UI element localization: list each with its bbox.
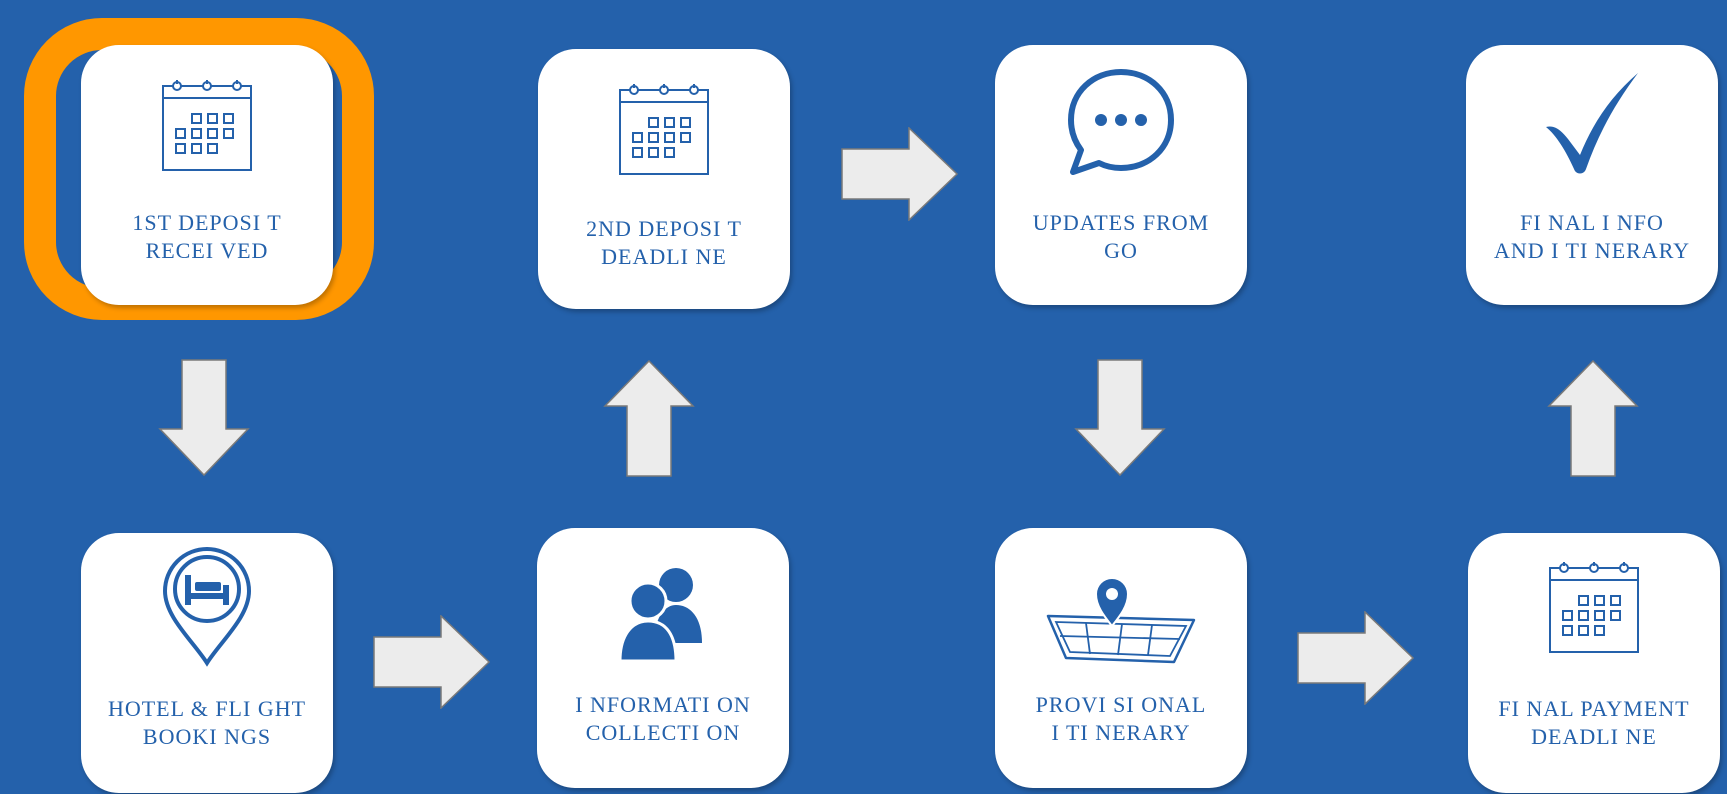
step-label-line1: PROVI SI ONAL [1035, 692, 1207, 717]
speech-bubble-icon [995, 67, 1247, 177]
step-card-final-info-itinerary[interactable]: FI NAL I NFO AND I TI NERARY [1466, 45, 1718, 305]
map-pin-icon [995, 566, 1247, 676]
step-label: PROVI SI ONAL I TI NERARY [999, 691, 1243, 747]
step-card-provisional-itinerary[interactable]: PROVI SI ONAL I TI NERARY [995, 528, 1247, 788]
step-label: 1ST DEPOSI T RECEI VED [85, 209, 329, 265]
step-card-information-collection[interactable]: I NFORMATI ON COLLECTI ON [537, 528, 789, 788]
step-label-line1: FI NAL PAYMENT [1498, 696, 1690, 721]
step-label-line2: COLLECTI ON [585, 720, 741, 745]
step-label-line1: 2ND DEPOSI T [586, 216, 742, 241]
arrow-up [603, 360, 695, 477]
arrow-down [1074, 359, 1166, 477]
arrow-right [373, 615, 491, 709]
people-icon [537, 558, 789, 668]
arrow-down [158, 359, 250, 477]
step-card-final-payment-deadline[interactable]: FI NAL PAYMENT DEADLI NE [1468, 533, 1720, 793]
highlight-ring [24, 18, 374, 320]
calendar-icon [81, 71, 333, 181]
hotel-pin-icon [81, 547, 333, 667]
step-label-line2: GO [1104, 238, 1138, 263]
step-card-2nd-deposit-deadline[interactable]: 2ND DEPOSI T DEADLI NE [538, 49, 790, 309]
step-label: FI NAL I NFO AND I TI NERARY [1470, 209, 1714, 265]
step-label-line2: BOOKI NGS [142, 724, 272, 749]
step-label-line2: RECEI VED [145, 238, 269, 263]
step-label-line1: I NFORMATI ON [575, 692, 751, 717]
calendar-icon [538, 75, 790, 185]
step-label: 2ND DEPOSI T DEADLI NE [542, 215, 786, 271]
step-card-hotel-flight-bookings[interactable]: HOTEL & FLI GHT BOOKI NGS [81, 533, 333, 793]
step-label-line2: DEADLI NE [1531, 724, 1657, 749]
step-label-line1: 1ST DEPOSI T [132, 210, 282, 235]
arrow-right [1297, 611, 1415, 705]
step-label-line2: DEADLI NE [601, 244, 727, 269]
step-label-line2: I TI NERARY [1051, 720, 1191, 745]
step-card-1st-deposit-received[interactable]: 1ST DEPOSI T RECEI VED [81, 45, 333, 305]
step-label: HOTEL & FLI GHT BOOKI NGS [85, 695, 329, 751]
step-label-line1: HOTEL & FLI GHT [107, 696, 307, 721]
step-label: UPDATES FROM GO [999, 209, 1243, 265]
calendar-icon [1468, 553, 1720, 663]
step-label-line2: AND I TI NERARY [1493, 238, 1691, 263]
step-label-line1: UPDATES FROM [1032, 210, 1210, 235]
step-label: I NFORMATI ON COLLECTI ON [541, 691, 785, 747]
step-label: FI NAL PAYMENT DEADLI NE [1472, 695, 1716, 751]
arrow-up [1547, 360, 1639, 477]
checkmark-icon [1466, 69, 1718, 179]
step-card-updates-from-go[interactable]: UPDATES FROM GO [995, 45, 1247, 305]
arrow-right [841, 127, 959, 221]
step-label-line1: FI NAL I NFO [1520, 210, 1664, 235]
